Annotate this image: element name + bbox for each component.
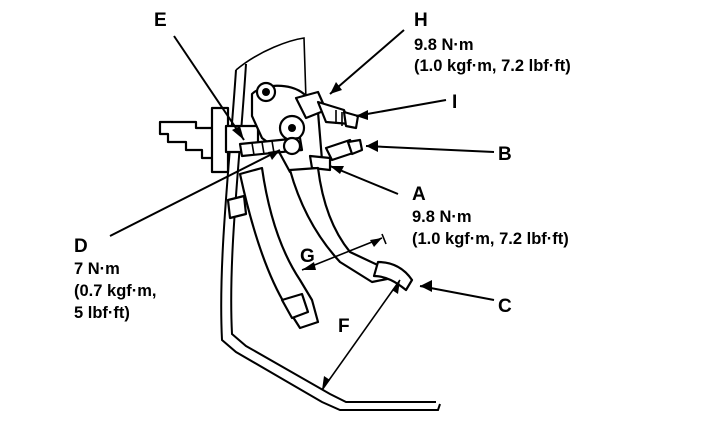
leader-h — [329, 29, 405, 95]
label-i: I — [452, 92, 457, 113]
label-d-torque-alt-1: (0.7 kgf·m, — [74, 282, 157, 300]
label-a-torque: 9.8 N·m — [412, 208, 472, 226]
label-b: B — [498, 144, 512, 165]
leader-d — [109, 149, 281, 237]
label-d-torque: 7 N·m — [74, 260, 120, 278]
bolt-d — [238, 136, 304, 158]
switch-i — [316, 100, 360, 130]
leader-b — [365, 145, 495, 153]
label-a: A — [412, 184, 426, 205]
label-h-torque: 9.8 N·m — [414, 36, 474, 54]
leader-e — [173, 35, 245, 141]
label-g: G — [300, 246, 315, 267]
label-e: E — [154, 10, 167, 31]
label-a-torque-alt: (1.0 kgf·m, 7.2 lbf·ft) — [412, 230, 569, 248]
leader-c — [419, 285, 495, 301]
floor-panel — [220, 37, 441, 411]
label-c: C — [498, 296, 512, 317]
label-d: D — [74, 236, 88, 257]
label-h: H — [414, 10, 428, 31]
clutch-pedal-arm — [288, 166, 414, 292]
switch-b — [324, 138, 364, 162]
label-d-torque-alt-2: 5 lbf·ft) — [74, 304, 130, 322]
label-f: F — [338, 316, 350, 337]
leader-lines — [109, 29, 495, 301]
label-h-torque-alt: (1.0 kgf·m, 7.2 lbf·ft) — [414, 57, 571, 75]
nut-a — [308, 154, 332, 172]
dimension-f — [321, 279, 401, 391]
brake-pedal-arm — [226, 166, 320, 330]
dimension-g — [301, 233, 387, 271]
leader-i — [355, 99, 447, 117]
